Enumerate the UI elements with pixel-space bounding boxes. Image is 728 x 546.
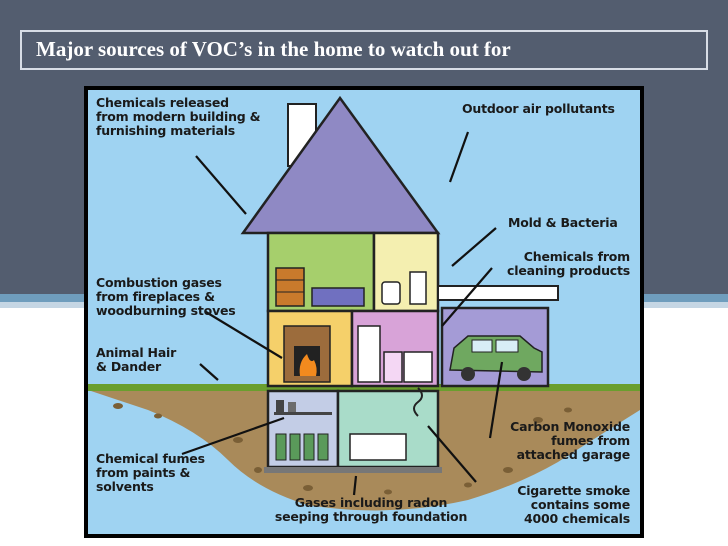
grass-line xyxy=(88,384,640,391)
label-cigarette-smoke: Cigarette smoke contains some 4000 chemi… xyxy=(517,483,630,526)
stove xyxy=(403,351,433,383)
smoke-wisp xyxy=(413,387,423,417)
label-carbon-monoxide: Carbon Monoxide fumes from attached gara… xyxy=(510,419,630,462)
pointer-lines xyxy=(181,131,504,496)
toilet xyxy=(381,281,401,305)
label-mold-bacteria: Mold & Bacteria xyxy=(508,215,618,230)
fridge xyxy=(357,325,381,383)
label-building-materials: Chemicals released from modern building … xyxy=(96,95,261,138)
label-combustion-gases: Combustion gases from fireplaces & woodb… xyxy=(96,275,236,318)
dresser xyxy=(275,267,305,307)
label-animal-hair: Animal Hair & Dander xyxy=(96,345,177,374)
paint-shelf xyxy=(274,400,332,461)
foundation xyxy=(264,467,442,473)
house-illustration xyxy=(88,90,640,534)
label-outdoor-air: Outdoor air pollutants xyxy=(462,101,615,116)
car xyxy=(449,335,543,381)
garage-roof xyxy=(437,285,559,301)
fire xyxy=(299,354,317,376)
label-cleaning-products: Chemicals from cleaning products xyxy=(507,249,630,278)
house-diagram: Chemicals released from modern building … xyxy=(88,90,640,534)
dirt-spots xyxy=(113,403,572,495)
sink xyxy=(409,271,427,305)
title-box: Major sources of VOC’s in the home to wa… xyxy=(20,30,708,70)
label-paints-solvents: Chemical fumes from paints & solvents xyxy=(96,451,205,494)
furnace xyxy=(349,433,407,461)
label-radon: Gases including radon seeping through fo… xyxy=(274,495,468,524)
slide-title: Major sources of VOC’s in the home to wa… xyxy=(36,37,511,61)
bed xyxy=(311,287,365,307)
